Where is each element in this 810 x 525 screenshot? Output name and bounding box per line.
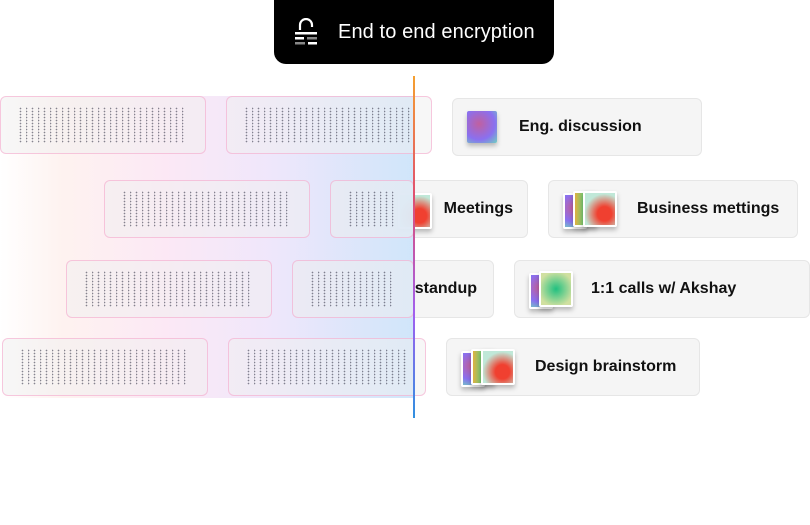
card-label: Design brainstorm: [535, 358, 677, 375]
card-label: 1:1 calls w/ Akshay: [591, 280, 737, 297]
encryption-banner: End to end encryption: [274, 0, 554, 64]
encrypted-block: [292, 260, 414, 318]
encrypted-block: [104, 180, 310, 238]
card-business-meetings[interactable]: Business mettings: [548, 180, 798, 238]
card-label: Meetings: [443, 200, 513, 217]
encrypted-block: [66, 260, 272, 318]
thumbnails-icon: [563, 189, 619, 229]
thumbnail-icon: [467, 107, 501, 147]
unlock-icon: [294, 17, 318, 46]
thumbnails-icon: [461, 347, 517, 387]
encrypted-block: [2, 338, 208, 396]
encrypted-block: [226, 96, 432, 154]
card-eng-discussion[interactable]: Eng. discussion: [452, 98, 702, 156]
encrypted-block: [228, 338, 426, 396]
encrypted-block: [0, 96, 206, 154]
banner-label: End to end encryption: [338, 20, 535, 43]
card-design-brainstorm[interactable]: Design brainstorm: [446, 338, 700, 396]
thumbnails-icon: [529, 269, 573, 309]
card-label: Business mettings: [637, 200, 780, 217]
card-label: standup: [414, 280, 477, 297]
card-label: Eng. discussion: [519, 118, 642, 135]
card-1-1-calls[interactable]: 1:1 calls w/ Akshay: [514, 260, 810, 318]
encryption-divider: [413, 76, 415, 418]
encrypted-block: [330, 180, 414, 238]
